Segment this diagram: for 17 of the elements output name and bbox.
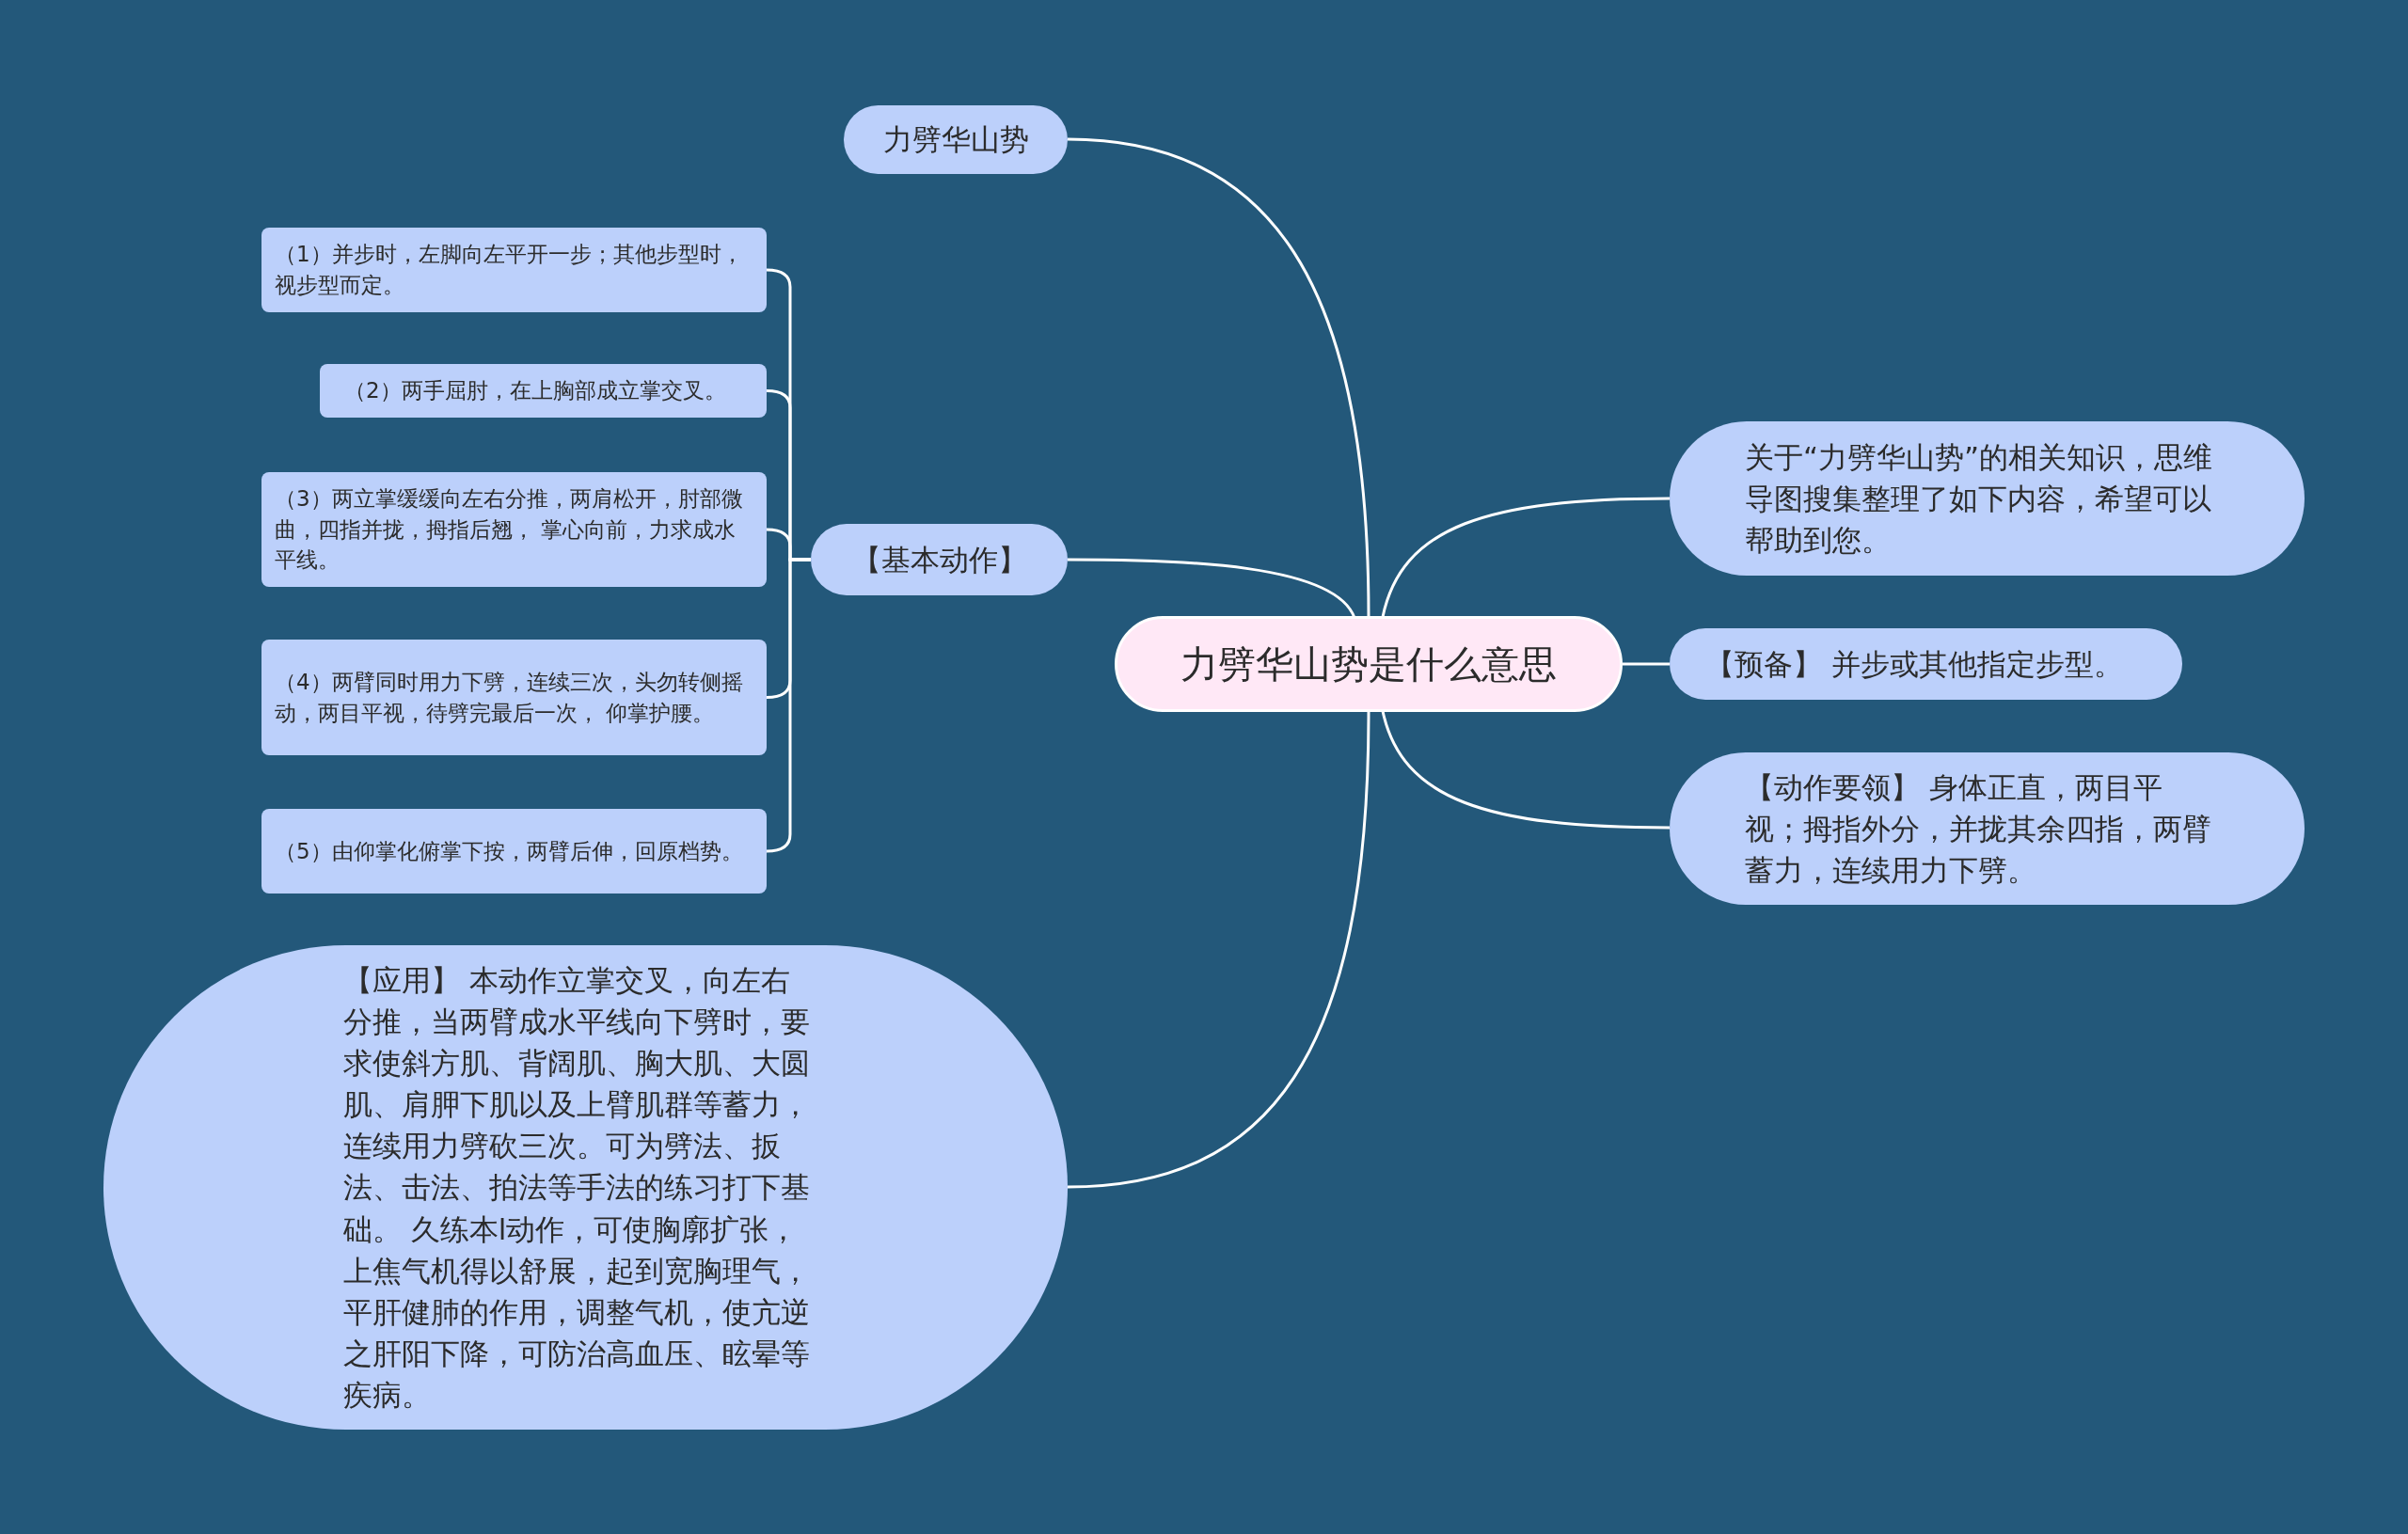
connector-line	[1381, 497, 1670, 618]
subtopic-box: （4）两臂同时用力下劈，连续三次，头勿转侧摇动，两目平视，待劈完最后一次， 仰掌护腰。	[261, 640, 767, 755]
topic-box: 【预备】 并步或其他指定步型。	[1670, 628, 2182, 700]
subtopic-box: （5）由仰掌化俯掌下按，两臂后伸，回原档势。	[261, 809, 767, 894]
subtopic-box: （3）两立掌缓缓向左右分推，两肩松开，肘部微曲，四指并拢，拇指后翘， 掌心向前，力求成水平线。	[261, 472, 767, 587]
connector-line	[1623, 662, 1670, 666]
topic-box: 【基本动作】	[811, 524, 1068, 595]
topic-box: 【动作要领】 身体正直，两目平视；拇指外分，并拢其余四指，两臂蓄力，连续用力下劈。	[1670, 752, 2305, 905]
subtopic-box: （1）并步时，左脚向左平开一步；其他步型时，视步型而定。	[261, 228, 767, 312]
connector-line	[1067, 137, 1370, 617]
topic-box: 力劈华山势	[844, 105, 1068, 174]
central-topic-box: 力劈华山势是什么意思	[1115, 616, 1623, 712]
topic-box: 关于“力劈华山势”的相关知识，思维导图搜集整理了如下内容，希望可以帮助到您。	[1670, 421, 2305, 576]
topic-box: 【应用】 本动作立掌交叉，向左右分推，当两臂成水平线向下劈时，要求使斜方肌、背阔肌、胸大肌、大圆肌、肩胛下肌以及上臂肌群等蓄力，连续用力劈砍三次。可为劈法、扳法、击法、拍法等手法的练习打下基础。 久练本l动作，可使胸廓扩张，上焦气机得以舒展，起到宽胸理气，平肝健肺的作用，调整气机，使亢逆之肝阳下降，可防治高血压、眩晕等疾病。	[103, 945, 1068, 1430]
connector-line	[1067, 711, 1370, 1189]
connector-line	[1381, 710, 1670, 830]
subtopic-box: （2）两手屈肘，在上胸部成立掌交叉。	[320, 364, 767, 418]
